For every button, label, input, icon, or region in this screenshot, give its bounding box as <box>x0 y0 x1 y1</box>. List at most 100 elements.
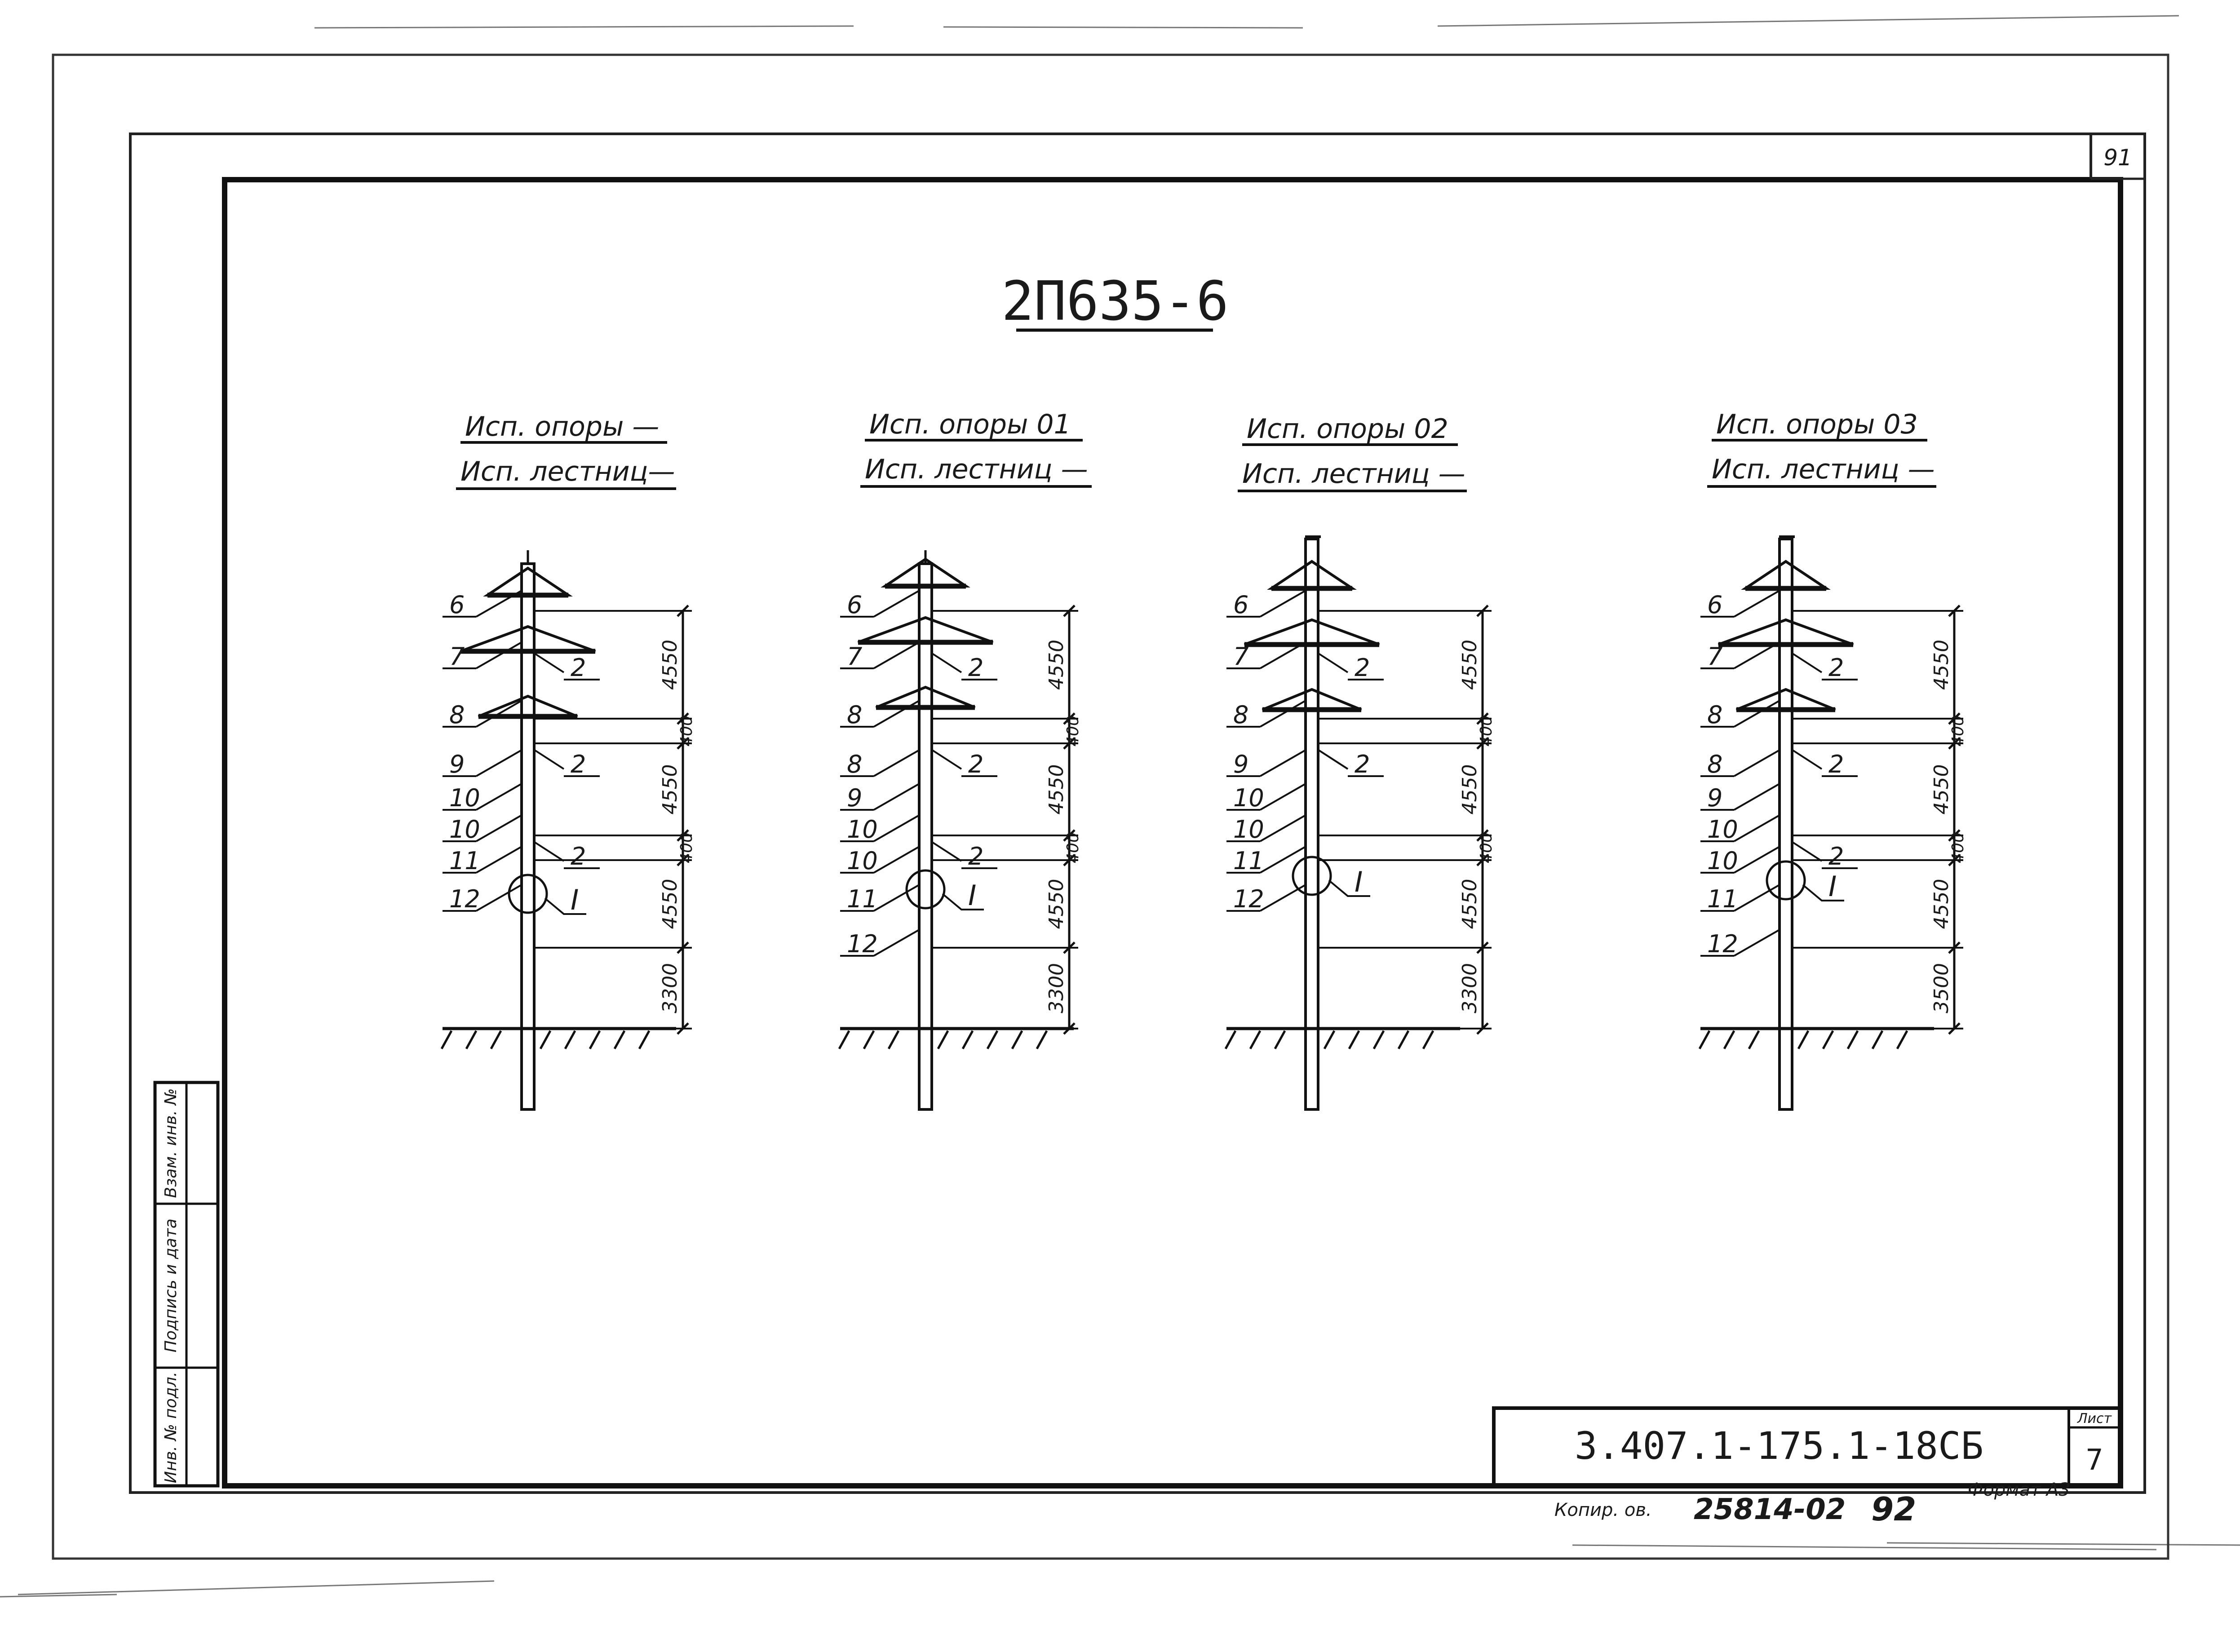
title-block: 3.407.1-175.1-18СБ Лист 7 <box>1492 1406 2122 1488</box>
node-circle <box>1766 860 1806 901</box>
position-label-6: 6 <box>1233 591 1248 619</box>
position-leader <box>1734 783 1780 811</box>
position-leader <box>476 814 522 842</box>
position-leader <box>534 841 565 862</box>
ground-hatch <box>613 1030 626 1050</box>
ground-hatch <box>863 1030 875 1050</box>
dimension-value: 4550 <box>1930 764 1953 815</box>
ground-hatch <box>1249 1030 1262 1050</box>
node-circle <box>508 874 548 914</box>
position-label-11: 11 <box>847 885 878 913</box>
position-label-8: 8 <box>449 701 465 729</box>
dimension-tick <box>1476 605 1489 617</box>
position-label-8: 8 <box>1233 701 1248 729</box>
position-leader <box>873 783 920 811</box>
dimension-value: 400 <box>1477 832 1496 863</box>
node-leader <box>1328 879 1370 897</box>
dimension-value: 4550 <box>1930 640 1953 690</box>
ground-hatch <box>1323 1030 1336 1050</box>
crossarm-top <box>1267 560 1357 590</box>
scan-noise <box>0 15 2240 1598</box>
sheet-number: 7 <box>2086 1444 2103 1477</box>
node-leader <box>544 897 586 915</box>
footer-kopir: Копир. ов. <box>1554 1500 1652 1520</box>
position-label-12: 12 <box>1707 930 1738 958</box>
position-label-10: 10 <box>1707 815 1738 844</box>
position-leader <box>1792 841 1823 862</box>
node-label: I <box>1828 870 1837 903</box>
variant-lestnic-label: Исп. лестниц — <box>1242 458 1465 490</box>
ground-hatch <box>1822 1030 1834 1050</box>
position-label-2: 2 <box>1828 842 1844 870</box>
dimension-value: 3300 <box>659 963 682 1013</box>
position-leader <box>476 700 522 728</box>
ground-hatch <box>986 1030 999 1050</box>
position-label-2: 2 <box>1828 750 1844 778</box>
ground-hatch <box>1698 1030 1711 1050</box>
position-leader <box>1260 884 1306 912</box>
title-block-box <box>1492 1406 2122 1488</box>
dimension-value: 4550 <box>1458 640 1481 690</box>
ground-hatch <box>937 1030 949 1050</box>
variant-opory-label: Исп. опоры — <box>465 411 659 442</box>
position-label-2: 2 <box>1355 654 1370 682</box>
position-label-6: 6 <box>847 591 862 619</box>
ground-hatch <box>465 1030 478 1050</box>
crossarm-top <box>483 566 573 596</box>
dimension-tick <box>1476 941 1489 954</box>
crossarm-middle <box>460 625 596 653</box>
dimension-value: 4550 <box>1045 764 1068 815</box>
position-leader <box>1792 749 1823 770</box>
position-leader <box>476 846 522 874</box>
footer-order: 25814-02 <box>1694 1493 1846 1526</box>
dimension-tick <box>677 737 689 750</box>
crossarm-middle <box>1244 618 1380 646</box>
dimension-tick <box>1948 829 1961 842</box>
dimension-value: 4550 <box>659 640 682 690</box>
position-leader <box>931 653 962 673</box>
ground-hatch <box>1846 1030 1859 1050</box>
dimension-value: 4550 <box>659 879 682 929</box>
footer-format: Формат А3 <box>1968 1480 2070 1500</box>
dimension-tick <box>1948 1022 1961 1035</box>
dimension-tick <box>1948 941 1961 954</box>
dimension-tick <box>1948 605 1961 617</box>
position-leader <box>873 884 920 912</box>
dimension-tick <box>1063 829 1076 842</box>
position-leader <box>1260 590 1306 618</box>
ground-hatch <box>1348 1030 1360 1050</box>
variant-lestnic-label: Исп. лестниц— <box>460 456 675 487</box>
dimension-value: 400 <box>677 832 696 863</box>
dimension-value: 4550 <box>1930 879 1953 929</box>
footer: Копир. ов. 25814-02 92 Формат А3 <box>1554 1480 2070 1528</box>
position-leader <box>1734 929 1780 957</box>
dimension-tick <box>677 1022 689 1035</box>
side-stamp-inv: Инв. № подл. <box>162 1372 180 1483</box>
position-label-9: 9 <box>1233 750 1248 778</box>
dimension-value: 4550 <box>659 764 682 815</box>
position-leader <box>873 929 920 957</box>
position-label-8: 8 <box>1707 750 1722 778</box>
ground-hatch <box>838 1030 850 1050</box>
position-label-9: 9 <box>1707 784 1722 812</box>
position-label-12: 12 <box>847 930 878 958</box>
position-label-2: 2 <box>968 842 983 870</box>
ground-hatch <box>1797 1030 1810 1050</box>
node-circle <box>905 869 946 910</box>
position-leader <box>873 846 920 874</box>
position-label-10: 10 <box>1707 847 1738 875</box>
position-leader <box>1734 814 1780 842</box>
position-leader <box>1734 590 1780 618</box>
drawing-frame <box>222 177 2123 1489</box>
position-label-7: 7 <box>449 642 465 671</box>
sheet-label: Лист <box>2077 1411 2112 1427</box>
position-leader <box>1260 749 1306 777</box>
dimension-tick <box>1476 712 1489 725</box>
ground-hatch <box>539 1030 552 1050</box>
crossarm-lower <box>1262 688 1362 711</box>
dimension-tick <box>1476 829 1489 842</box>
position-leader <box>931 749 962 770</box>
node-label: I <box>968 879 976 912</box>
ground-hatch <box>1871 1030 1884 1050</box>
position-label-2: 2 <box>968 654 983 682</box>
